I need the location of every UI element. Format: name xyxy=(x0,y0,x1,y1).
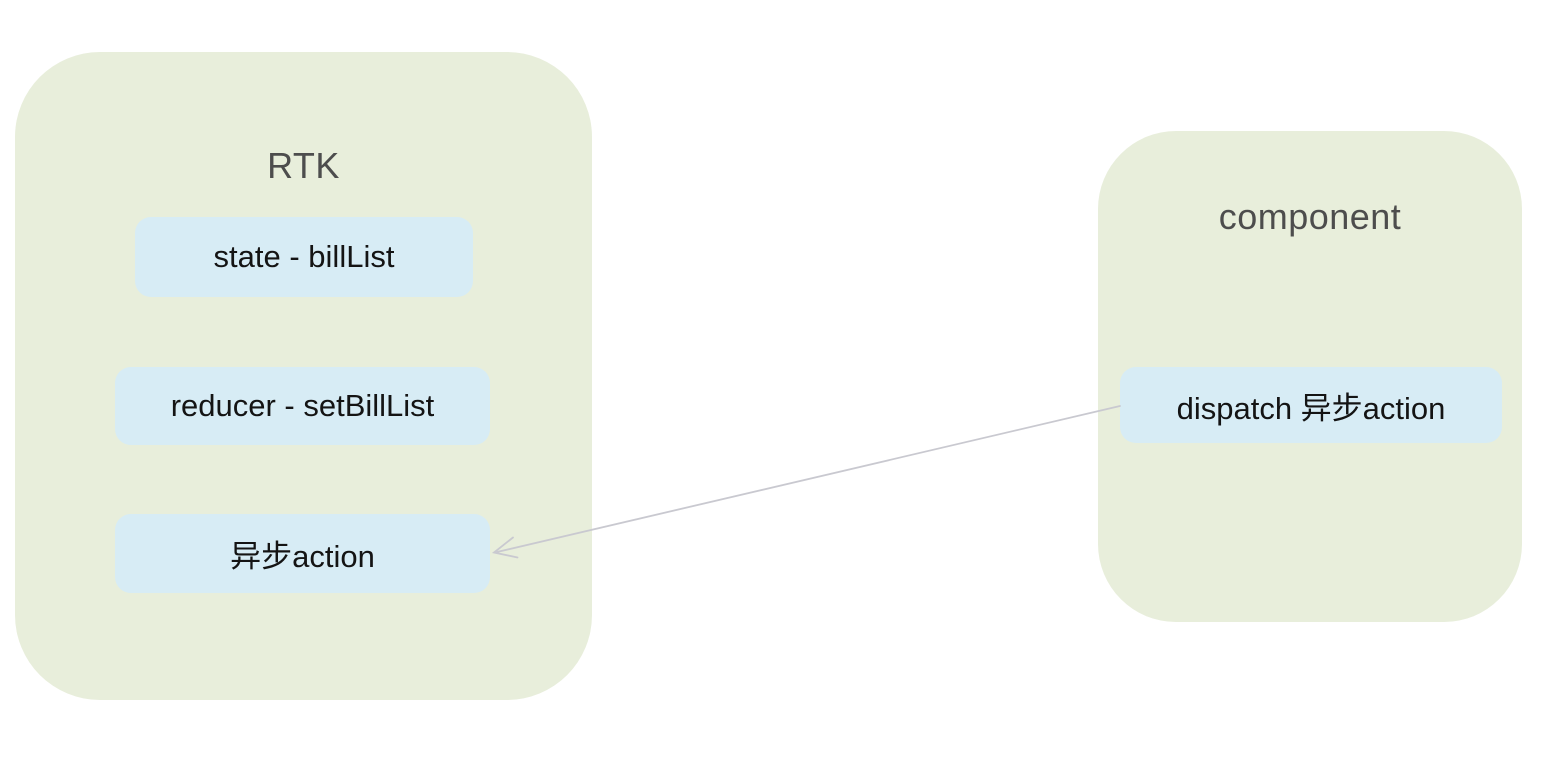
node-state-billlist: state - billList xyxy=(135,217,473,297)
node-async-action: 异步action xyxy=(115,514,490,593)
rtk-container-title: RTK xyxy=(267,145,340,186)
component-container-title: component xyxy=(1218,196,1402,237)
node-reducer-setbilllist: reducer - setBillList xyxy=(115,367,490,445)
node-dispatch-async-action: dispatch 异步action xyxy=(1120,367,1502,443)
